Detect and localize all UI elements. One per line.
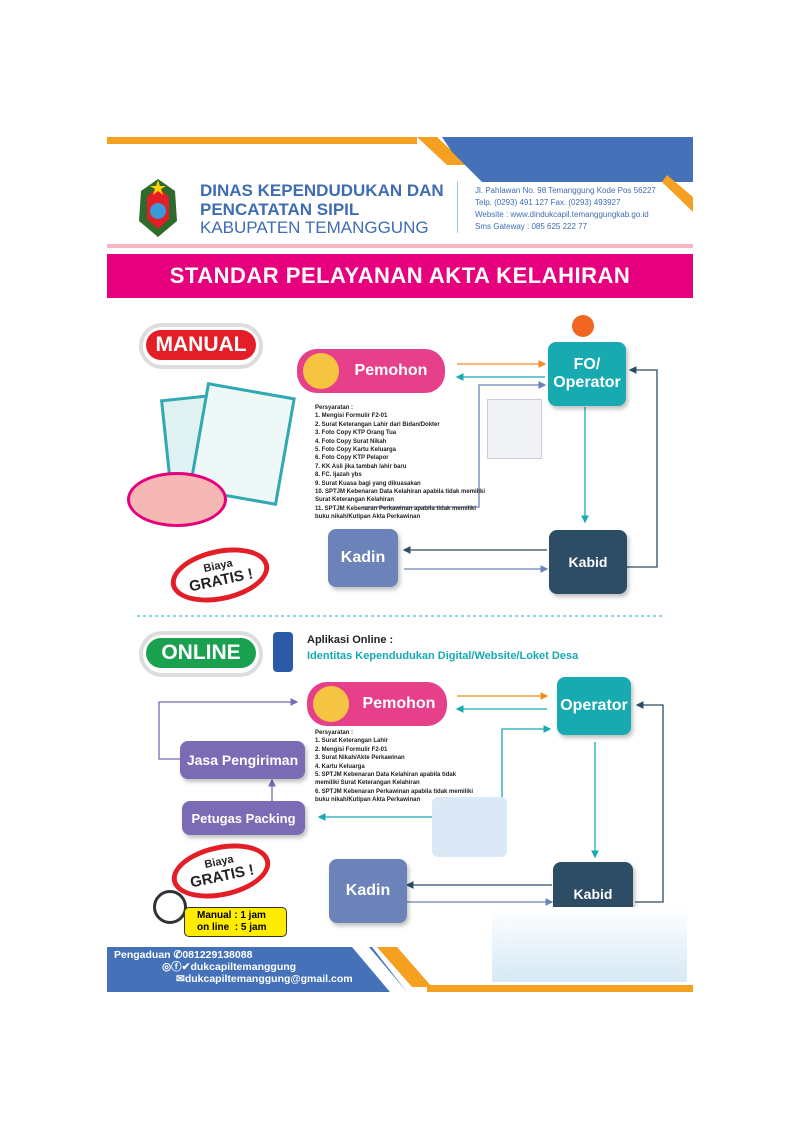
online-requirements: Persyaratan : 1. Surat Keterangan Lahir … — [315, 729, 475, 805]
app-description: Identitas Kependudukan Digital/Website/L… — [307, 650, 579, 662]
org-name-line2: PENCATATAN SIPIL — [200, 200, 360, 219]
phone-fax: Telp. (0293) 491 127 Fax. (0293) 493927 — [475, 198, 621, 207]
requirement-item: 3. Foto Copy KTP Orang Tua — [315, 430, 397, 437]
social-icons: ◎ⓕ✔ — [162, 961, 191, 973]
manual-operator-box: FO/ Operator — [548, 342, 626, 406]
requirement-item: 5. SPTJM Kebenaran Data Kelahiran apabil… — [315, 772, 457, 787]
requirement-item: 8. FC. Ijazah ybs — [315, 472, 362, 479]
government-crest-logo — [139, 179, 177, 237]
requirement-item: 3. Surat Nikah/Akte Perkawinan — [315, 755, 405, 762]
header-stripes — [107, 137, 693, 212]
manual-label-text: MANUAL — [146, 330, 256, 360]
phone-app-icon — [273, 632, 293, 672]
requirement-item: 4. Kartu Keluarga — [315, 763, 365, 770]
page-title: STANDAR PELAYANAN AKTA KELAHIRAN — [107, 254, 693, 298]
jasa-pengiriman-box: Jasa Pengiriman — [180, 741, 305, 779]
petugas-packing-box: Petugas Packing — [182, 801, 305, 835]
requirement-item: 1. Surat Keterangan Lahir — [315, 738, 389, 745]
service-time-box: Manual : 1 jam on line : 5 jam — [184, 907, 287, 937]
documents-illustration — [487, 399, 542, 459]
pink-rule — [107, 244, 693, 248]
manual-label: MANUAL — [139, 323, 263, 369]
requirement-item: 6. SPTJM Kebenaran Perkawinan apabila ti… — [315, 788, 474, 804]
baby-illustration — [127, 472, 227, 527]
footer-contacts: Pengaduan ✆081229138088 ◎ⓕ✔dukcapilteman… — [114, 949, 353, 985]
online-label: ONLINE — [139, 631, 263, 677]
website: Website : www.dindukcapil.temanggungkab.… — [475, 210, 649, 219]
requirement-item: 4. Foto Copy Surat Nikah — [315, 438, 387, 445]
poster: DINAS KEPENDUDUKAN DAN PENCATATAN SIPIL … — [107, 137, 693, 992]
requirement-item: 6. Foto Copy KTP Pelapor — [315, 455, 389, 462]
manual-kabid-box: Kabid — [549, 530, 627, 594]
applicant-avatar-icon — [303, 353, 339, 389]
sms-gateway: Sms Gateway : 085 625 222 77 — [475, 222, 588, 231]
requirement-item: 1. Mengisi Formulir F2-01 — [315, 413, 388, 420]
applicant-avatar-icon — [313, 686, 349, 722]
header-divider — [457, 181, 458, 233]
requirements-title: Persyaratan : — [315, 730, 354, 736]
flow-arrows — [137, 360, 664, 906]
manual-time: Manual : 1 jam — [197, 910, 266, 921]
org-name-line1: DINAS KEPENDUDUKAN DAN — [200, 181, 444, 200]
address: Jl. Pahlawan No. 98 Temanggung Kode Pos … — [475, 186, 656, 195]
org-name-line3: KABUPATEN TEMANGGUNG — [200, 218, 429, 237]
requirement-item: 5. Foto Copy Kartu Keluarga — [315, 447, 397, 454]
requirement-item: 10. SPTJM Kebenaran Data Kelahiran apabi… — [315, 489, 486, 504]
app-title: Aplikasi Online : — [307, 634, 394, 646]
requirement-item: 7. KK Asli jika tambah lahir baru — [315, 463, 407, 470]
city-skyline-illustration — [492, 907, 687, 982]
stopwatch-icon — [153, 890, 187, 924]
online-time: on line : 5 jam — [197, 922, 267, 933]
laptop-illustration — [432, 797, 507, 857]
manual-requirements: Persyaratan : 1. Mengisi Formulir F2-01 … — [315, 404, 490, 522]
gear-icon — [572, 315, 594, 337]
online-kadin-box: Kadin — [329, 859, 407, 923]
requirement-item: 11. SPTJM Kebenaran Perkawinan apabila t… — [315, 505, 477, 521]
whatsapp-icon: ✆ — [173, 949, 183, 961]
complaint-phone: 081229138088 — [182, 949, 253, 961]
requirement-item: 2. Mengisi Formulir F2-01 — [315, 746, 388, 753]
online-operator-box: Operator — [557, 677, 631, 735]
pengaduan-label: Pengaduan — [114, 949, 171, 961]
requirement-item: 9. Surat Kuasa bagi yang dikuasakan — [315, 480, 421, 487]
complaint-email[interactable]: dukcapiltemanggung@gmail.com — [184, 973, 353, 985]
mail-icon: ✉ — [176, 973, 185, 985]
manual-kadin-box: Kadin — [328, 529, 398, 587]
requirements-title: Persyaratan : — [315, 405, 354, 411]
contact-info: Jl. Pahlawan No. 98 Temanggung Kode Pos … — [475, 185, 656, 233]
requirement-item: 2. Surat Keterangan Lahir dari Bidan/Dok… — [315, 421, 440, 428]
online-label-text: ONLINE — [146, 638, 256, 668]
social-handle[interactable]: dukcapiltemanggung — [190, 961, 297, 973]
